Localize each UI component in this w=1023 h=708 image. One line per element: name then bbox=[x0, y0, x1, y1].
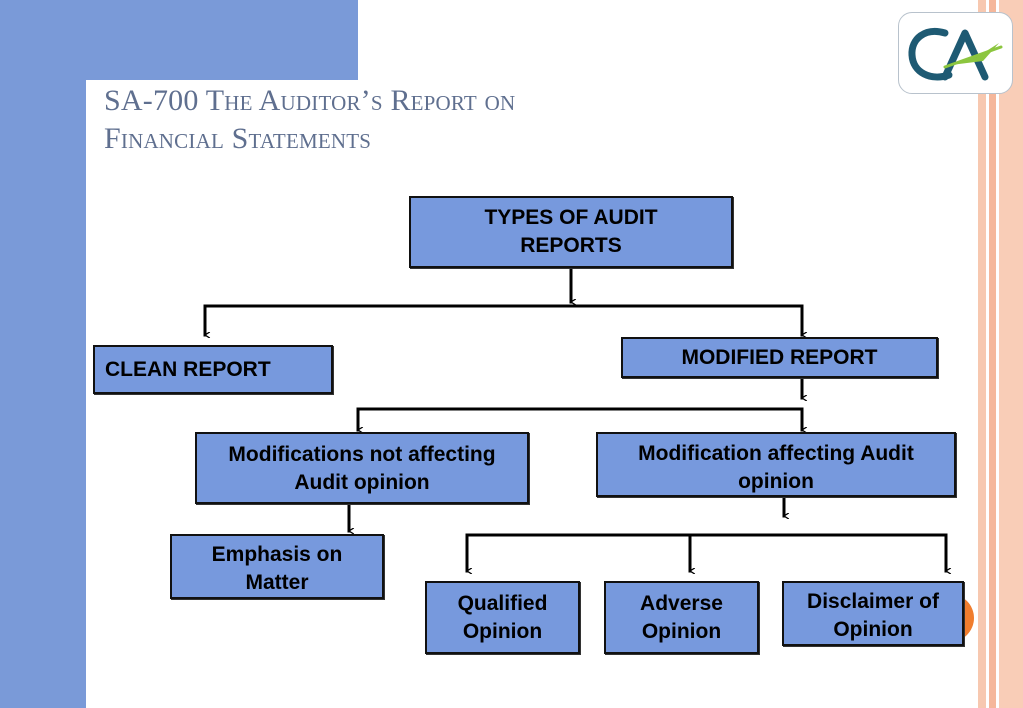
left-accent-bar bbox=[0, 0, 86, 708]
right-stripe bbox=[989, 0, 996, 708]
ca-logo bbox=[898, 12, 1013, 94]
node-label: Qualified Opinion bbox=[457, 592, 548, 643]
right-stripe-gap bbox=[996, 0, 999, 708]
slide-title-line-1: SA-700 The Auditor’s Report on bbox=[104, 84, 516, 117]
node-modifications-not-affecting: Modifications not affecting Audit opinio… bbox=[195, 432, 529, 504]
node-disclaimer-of-opinion: Disclaimer of Opinion bbox=[782, 581, 964, 646]
node-qualified-opinion: Qualified Opinion bbox=[425, 581, 580, 654]
ca-logo-icon bbox=[908, 28, 1003, 81]
node-modified-report: MODIFIED REPORT bbox=[621, 337, 938, 378]
node-clean-report: CLEAN REPORT bbox=[93, 345, 333, 394]
node-label: Emphasis on Matter bbox=[211, 543, 343, 594]
node-label: MODIFIED REPORT bbox=[681, 346, 878, 369]
node-label: Adverse Opinion bbox=[640, 592, 723, 643]
right-stripe-gap bbox=[986, 0, 989, 708]
node-modification-affecting: Modification affecting Audit opinion bbox=[596, 432, 956, 497]
node-label: Modifications not affecting Audit opinio… bbox=[228, 443, 508, 494]
node-emphasis-on-matter: Emphasis on Matter bbox=[170, 534, 384, 599]
right-stripe bbox=[999, 0, 1023, 708]
slide-title-line-2: Financial Statements bbox=[104, 121, 372, 155]
slide-title: SA-700 The Auditor’s Report on Financial… bbox=[104, 82, 515, 157]
node-label: Disclaimer of Opinion bbox=[807, 590, 939, 641]
node-label: Modification affecting Audit opinion bbox=[638, 442, 914, 493]
node-adverse-opinion: Adverse Opinion bbox=[604, 581, 759, 654]
right-stripe bbox=[978, 0, 986, 708]
node-label: TYPES OF AUDIT REPORTS bbox=[484, 206, 658, 257]
top-accent-block bbox=[0, 0, 358, 80]
node-types-of-audit-reports: TYPES OF AUDIT REPORTS bbox=[409, 196, 733, 268]
node-label: CLEAN REPORT bbox=[105, 357, 271, 381]
